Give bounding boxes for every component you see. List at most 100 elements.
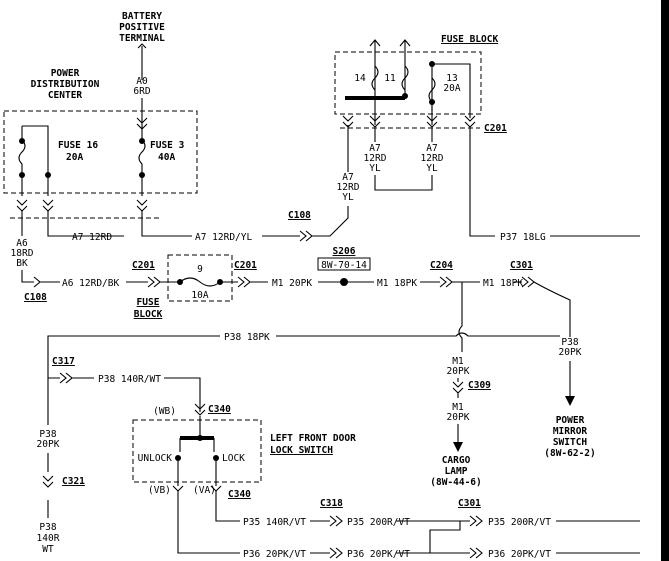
fb-a7-1: A7 — [369, 143, 380, 154]
wire-a7-12rdyl-label: A7 12RD/YL — [195, 232, 252, 243]
fuse-16-label: FUSE 16 — [58, 140, 98, 151]
connector-c318: C318 — [320, 498, 343, 509]
wire-m1-down — [458, 282, 463, 352]
connector-c301a: C301 — [510, 260, 533, 271]
connector-c201c: C201 — [234, 260, 257, 271]
lock-switch-title-1: LEFT FRONT DOOR — [270, 433, 356, 444]
wire-p36-20b-label: P36 20PK/VT — [347, 549, 410, 560]
c318-p35-chevron — [329, 515, 343, 527]
wire-p35-200b-label: P35 200R/VT — [488, 517, 551, 528]
wire-p38-r1: P38 — [561, 337, 578, 348]
battery-arrow — [137, 43, 147, 80]
wire-p35-row — [215, 491, 640, 522]
wire-p35-140-label: P35 140R/VT — [243, 517, 306, 528]
c204-chevron — [439, 276, 453, 288]
lock-switch-unlock: UNLOCK — [138, 453, 173, 464]
connector-c301b: C301 — [458, 498, 481, 509]
fuse-block-title: FUSE BLOCK — [441, 34, 498, 45]
wire-p36-20a-label: P36 20PK/VT — [243, 549, 306, 560]
connector-c204: C204 — [430, 260, 453, 271]
fuse9-amp: 10A — [191, 290, 208, 301]
c108a-chevron — [299, 230, 313, 242]
c321-chevron — [42, 475, 54, 488]
cargo-label-2: LAMP — [445, 466, 468, 477]
connector-c108b: C108 — [24, 292, 47, 303]
page-edge-bar — [661, 0, 669, 561]
pdc-connector-marks — [16, 199, 148, 212]
connector-c309: C309 — [468, 380, 491, 391]
wire-p38-18pk-label: P38 18PK — [224, 332, 270, 343]
wire-m1-v4: 20PK — [447, 412, 470, 423]
fuse-13-label: 13 — [446, 73, 457, 84]
wire-m1-v2: 20PK — [447, 366, 470, 377]
wire-m1-v1: M1 — [452, 356, 464, 367]
fb-a7-3: YL — [369, 163, 381, 174]
battery-circuit: A0 — [136, 76, 148, 87]
mirror-label-1: POWER — [556, 415, 585, 426]
pdc-label-1: POWER — [51, 68, 80, 79]
battery-label-3: TERMINAL — [119, 33, 165, 44]
connector-c321: C321 — [62, 476, 85, 487]
connector-c340a: C340 — [208, 404, 231, 415]
wire-m1-20pk-label: M1 20PK — [272, 278, 312, 289]
cargo-arrow — [453, 442, 463, 452]
c301a-chevron — [521, 276, 535, 288]
wire-a6-12rdbk-label: A6 12RD/BK — [62, 278, 119, 289]
cargo-ref: (8W-44-6) — [430, 477, 481, 488]
wire-p38-l2: 20PK — [37, 439, 60, 450]
wire-p37-label: P37 18LG — [500, 232, 546, 243]
fb-b7-3: YL — [426, 163, 438, 174]
battery-label-2: POSITIVE — [119, 22, 165, 33]
c301b-p35-chevron — [469, 515, 483, 527]
wire-p38-r2: 20PK — [559, 347, 582, 358]
fuse-14-label: 14 — [354, 73, 366, 84]
wire-a6-12rdbk — [21, 270, 148, 283]
connector-c108a: C108 — [288, 210, 311, 221]
fuse-11-label: 11 — [384, 73, 396, 84]
wire-a7-12rd — [47, 210, 124, 237]
wire-p35-200a-label: P35 200R/VT — [347, 517, 410, 528]
c318-p36-chevron — [329, 547, 343, 559]
c340a-chevron — [194, 403, 206, 416]
lock-switch-va: (VA) — [193, 485, 216, 496]
mirror-ref: (8W-62-2) — [544, 448, 595, 459]
fb-b7-2: 12RD — [421, 153, 444, 164]
mirror-label-3: SWITCH — [553, 437, 588, 448]
fb-a7-2: 12RD — [364, 153, 387, 164]
c108b-chevron — [33, 276, 41, 288]
lock-switch-lock: LOCK — [222, 453, 245, 464]
wire-p36-20c-label: P36 20PK/VT — [488, 549, 551, 560]
splice-s206-dot — [340, 278, 348, 286]
wire-a7-to-fuseblock — [312, 206, 349, 237]
battery-label-1: BATTERY — [122, 11, 162, 22]
connector-c340b: C340 — [228, 489, 251, 500]
mirror-label-2: MIRROR — [553, 426, 588, 437]
fuse-3 — [136, 112, 148, 196]
lock-switch-title-2: LOCK SWITCH — [270, 445, 333, 456]
fuse9-box — [167, 254, 233, 302]
wire-a6-1: A6 — [16, 238, 28, 249]
fuse-13-amp: 20A — [443, 83, 460, 94]
wire-a7-12rdyl — [141, 210, 300, 237]
splice-s206-ref-box — [317, 257, 371, 271]
fuse-16 — [18, 125, 51, 196]
wire-a7-12rd-label: A7 12RD — [72, 232, 112, 243]
wire-p38-140rwt-label: P38 140R/WT — [98, 374, 161, 385]
mirror-arrow — [565, 396, 575, 406]
c317-chevron — [59, 372, 73, 384]
wire-p36-row — [177, 491, 640, 554]
wire-p38-140rwt — [48, 377, 201, 412]
wire-a7-mid-2: 12RD — [337, 182, 360, 193]
wire-a6-2: 18RD — [11, 248, 34, 259]
connector-c201b: C201 — [132, 260, 155, 271]
fuse-block-box — [334, 51, 482, 115]
wire-p37 — [469, 128, 640, 237]
wire-p38-b2: 140R — [37, 533, 60, 544]
c301b-p36-chevron — [469, 547, 483, 559]
c309-chevron — [452, 378, 464, 398]
lock-switch-vb: (VB) — [148, 485, 171, 496]
fuse9-number: 9 — [197, 264, 203, 275]
pdc-label-2: DISTRIBUTION — [31, 79, 100, 90]
wire-a7-mid-1: A7 — [342, 172, 353, 183]
